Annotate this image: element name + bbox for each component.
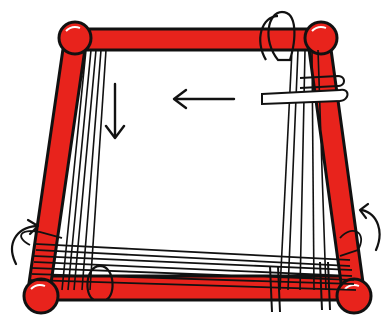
arrow-left-icon <box>174 90 234 108</box>
frame-right-leg <box>308 42 364 290</box>
rotate-arrow-icon-right <box>360 204 380 250</box>
arrow-down-icon <box>106 84 124 138</box>
frame-top-bar <box>74 29 320 50</box>
